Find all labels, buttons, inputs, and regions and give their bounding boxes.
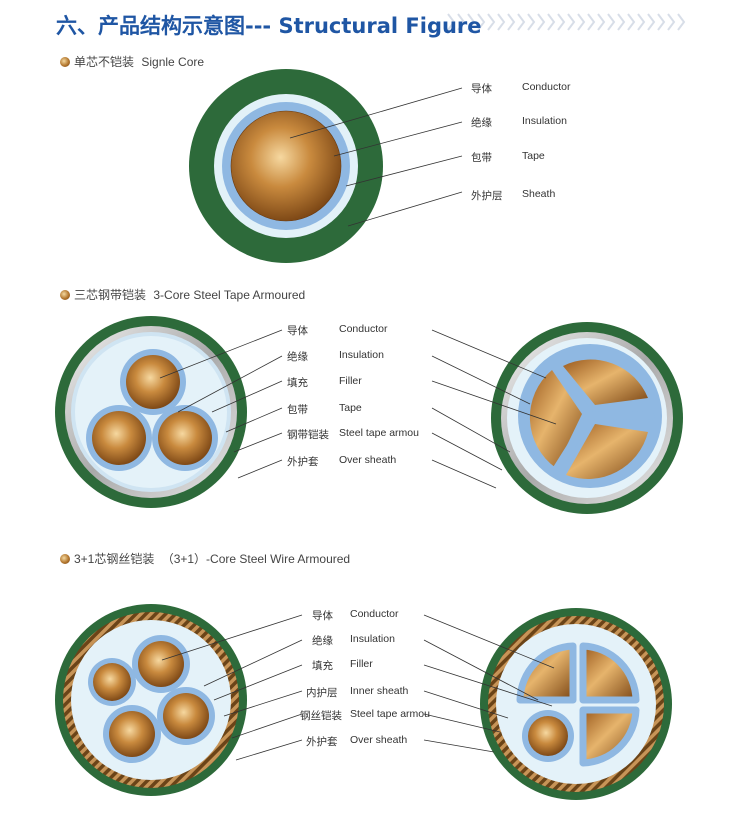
label-tape-en: Tape	[339, 402, 362, 414]
section-title-en: Signle Core	[141, 55, 205, 69]
three-core-sector-cross-section	[491, 322, 683, 514]
label-insulation-cn: 绝缘	[312, 635, 333, 647]
label-steel-wire-cn: 钢丝铠装	[300, 710, 342, 722]
label-filler-cn: 填充	[287, 377, 308, 389]
single-core-leader-lines	[289, 87, 463, 227]
section-title-cn: 单芯不铠装	[74, 55, 135, 69]
label-tape-en: Tape	[522, 150, 545, 162]
label-conductor-cn: 导体	[312, 610, 333, 622]
copper-bullet-icon	[60, 290, 70, 300]
label-inner-sheath-en: Inner sheath	[350, 685, 409, 697]
label-conductor-cn: 导体	[471, 83, 492, 95]
three-core-round-cross-section	[55, 316, 247, 508]
label-insulation-cn: 绝缘	[471, 117, 492, 129]
section-header-three-core: 三芯钢带铠装 3-Core Steel Tape Armoured	[60, 286, 309, 303]
label-inner-sheath-cn: 内护层	[306, 687, 338, 699]
label-conductor-en: Conductor	[350, 608, 399, 620]
section-header-single-core: 单芯不铠装 Signle Core	[60, 53, 208, 70]
label-over-sheath-cn: 外护套	[287, 456, 319, 468]
label-insulation-en: Insulation	[339, 349, 384, 361]
label-sheath-cn: 外护层	[471, 190, 503, 202]
four-core-leader-lines	[161, 614, 555, 761]
three-core-leader-lines	[159, 329, 557, 489]
label-steel-wire-en: Steel tape armou	[350, 708, 430, 720]
label-over-sheath-en: Over sheath	[350, 734, 408, 746]
label-over-sheath-en: Over sheath	[339, 454, 397, 466]
label-insulation-en: Insulation	[522, 115, 567, 127]
copper-bullet-icon	[60, 554, 70, 564]
four-core-sector-cross-section	[480, 608, 672, 800]
label-filler-en: Filler	[339, 375, 362, 387]
section-title-en: （3+1）-Core Steel Wire Armoured	[161, 552, 351, 566]
label-insulation-cn: 绝缘	[287, 351, 308, 363]
label-filler-en: Filler	[350, 658, 373, 670]
section-title-cn: 3+1芯钢丝铠装	[74, 552, 155, 566]
label-steel-tape-en: Steel tape armou	[339, 427, 419, 439]
label-tape-cn: 包带	[471, 152, 492, 164]
single-core-cross-section	[189, 69, 383, 263]
label-steel-tape-cn: 钢带铠装	[287, 429, 329, 441]
label-conductor-cn: 导体	[287, 325, 308, 337]
label-tape-cn: 包带	[287, 404, 308, 416]
label-conductor-en: Conductor	[339, 323, 388, 335]
page-title: 六、产品结构示意图--- Structural Figure	[56, 14, 482, 38]
label-sheath-en: Sheath	[522, 188, 556, 200]
label-insulation-en: Insulation	[350, 633, 395, 645]
label-conductor-en: Conductor	[522, 81, 571, 93]
section-title-en: 3-Core Steel Tape Armoured	[153, 288, 306, 302]
label-over-sheath-cn: 外护套	[306, 736, 338, 748]
label-filler-cn: 填充	[312, 660, 333, 672]
section-title-cn: 三芯钢带铠装	[74, 288, 147, 302]
copper-bullet-icon	[60, 57, 70, 67]
section-header-four-core: 3+1芯钢丝铠装 （3+1）-Core Steel Wire Armoured	[60, 550, 354, 567]
title-chevrons	[447, 13, 686, 31]
four-core-round-cross-section	[55, 604, 247, 796]
